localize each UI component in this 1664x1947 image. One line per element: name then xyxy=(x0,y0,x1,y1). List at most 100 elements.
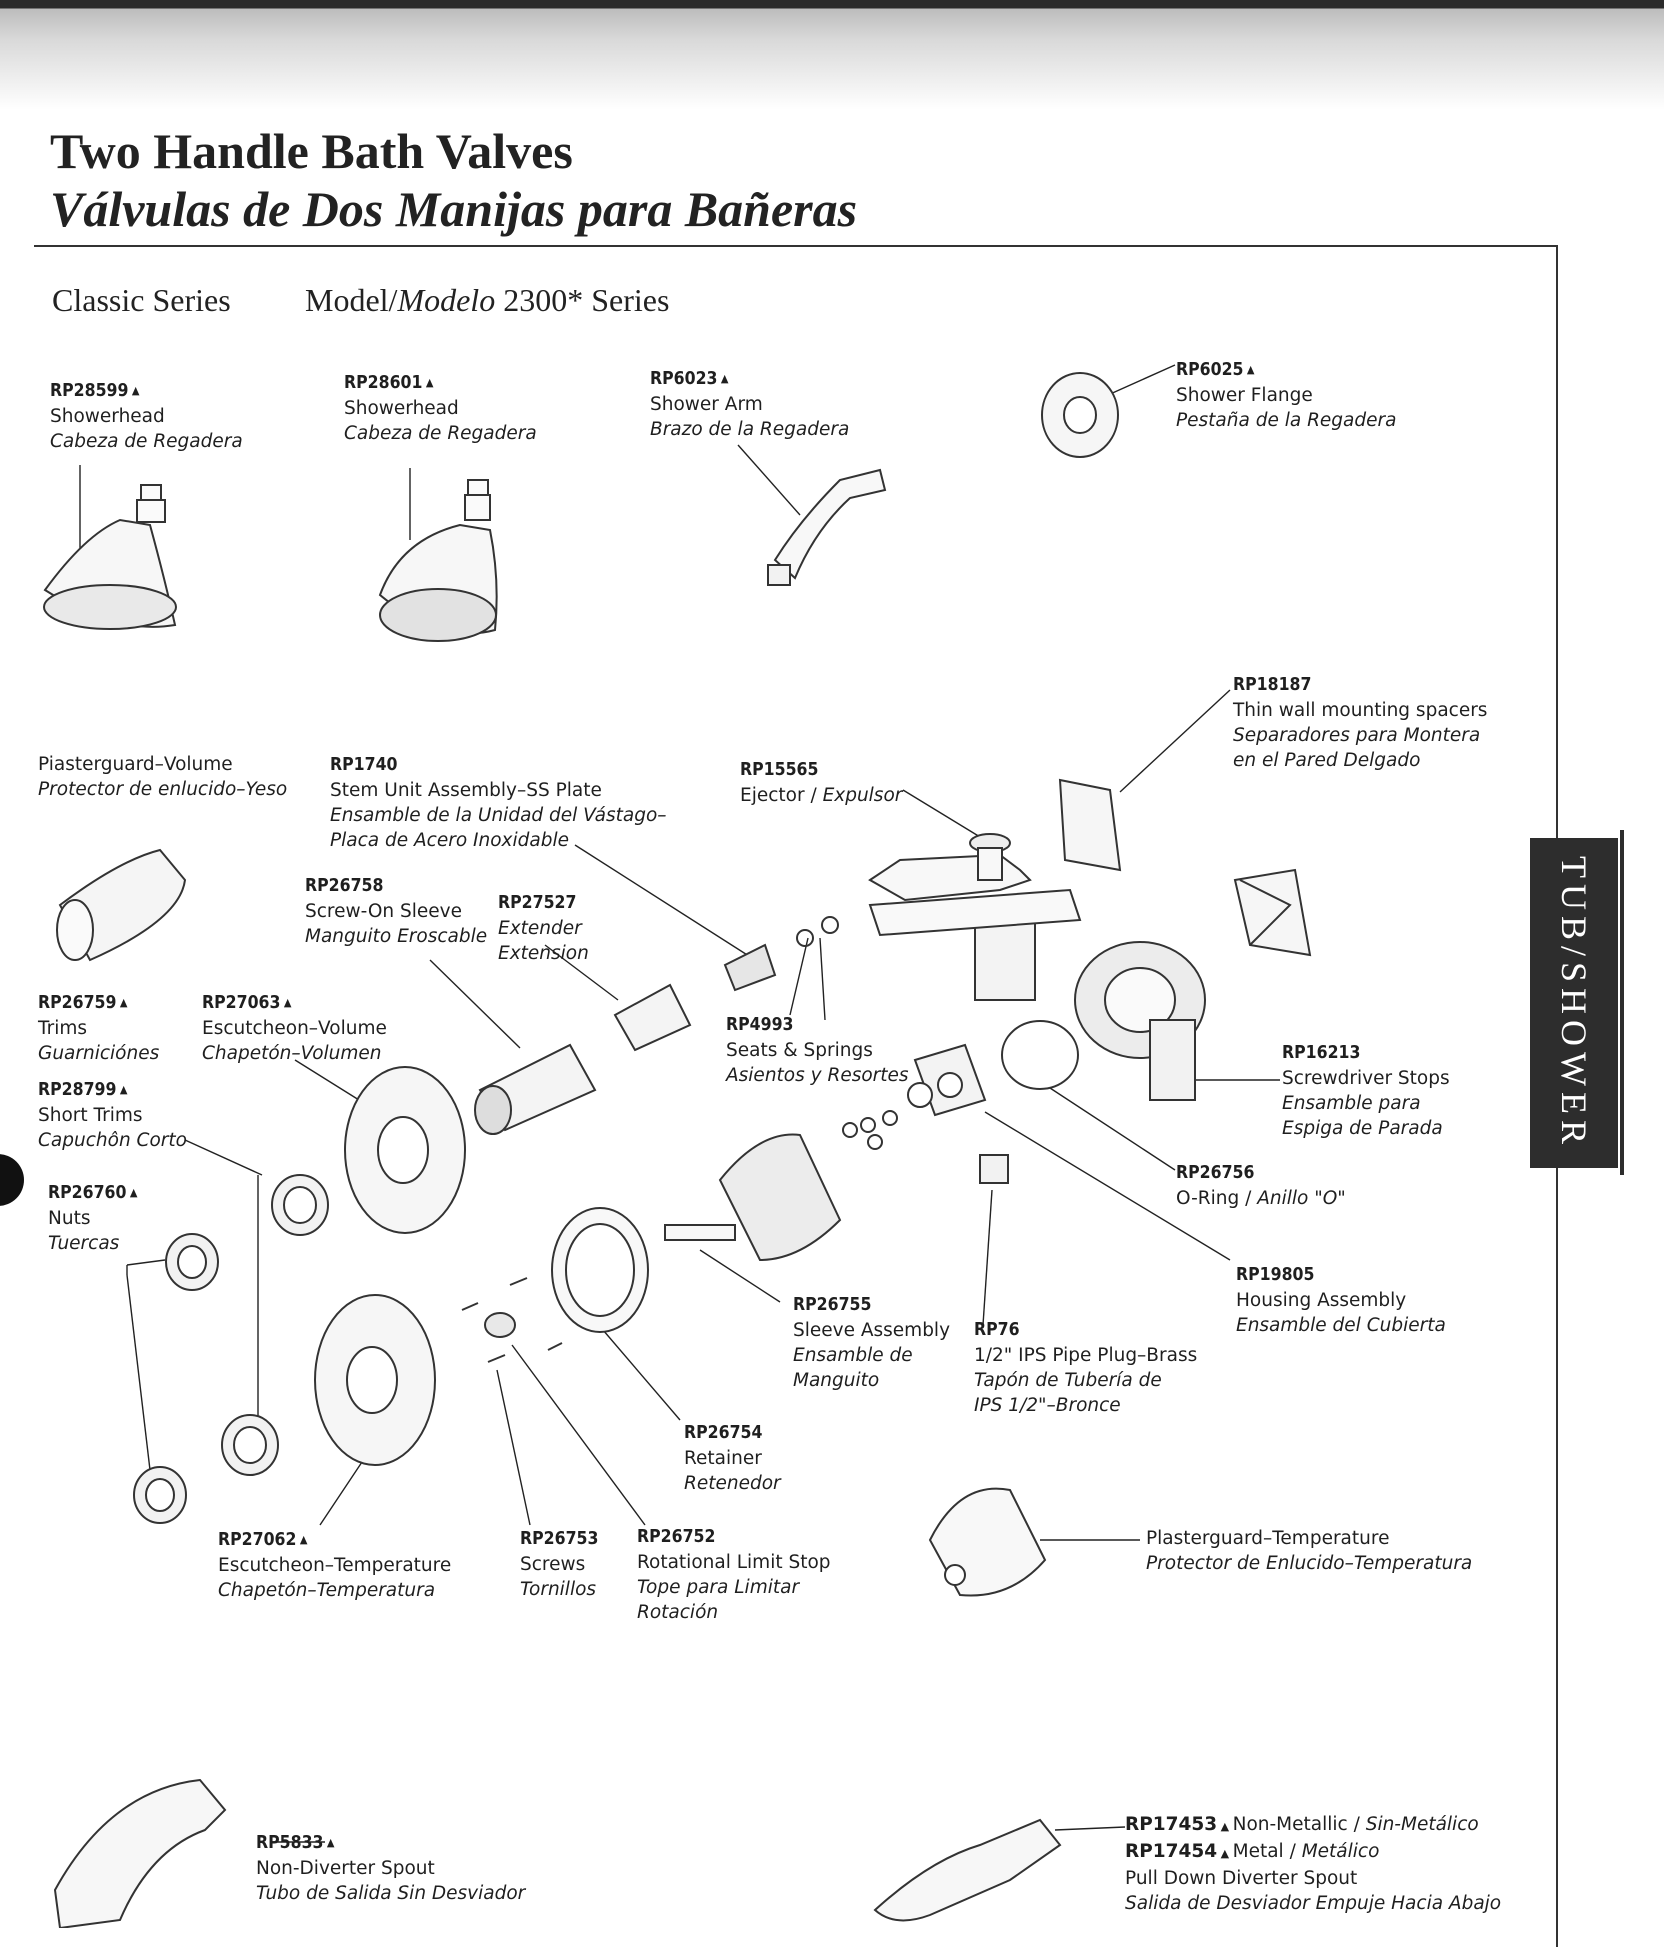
part-code-rp15565: RP15565 xyxy=(740,760,819,780)
part-line-rp26756: O-Ring / Anillo "O" xyxy=(1176,1186,1346,1211)
o-ring-drawing xyxy=(1001,1020,1079,1090)
leader-rp26754 xyxy=(602,1329,681,1421)
shower-arm-drawing xyxy=(767,468,887,586)
leader-rp6025 xyxy=(1107,364,1176,396)
leader-rp26760-b xyxy=(126,1259,166,1266)
triangle-mark-rp17454: ▲ xyxy=(1217,1847,1233,1860)
part-es-rp17453: Sin-Metálico xyxy=(1365,1814,1479,1835)
part-code-rp26756: RP26756 xyxy=(1176,1163,1255,1183)
scan-header-band xyxy=(0,0,1664,110)
part-en-rp28599: Showerhead xyxy=(50,406,165,427)
part-en-rp26758: Screw-On Sleeve xyxy=(305,901,462,922)
part-es2-rp1740: Placa de Acero Inoxidable xyxy=(330,830,569,851)
part-code-rp26755: RP26755 xyxy=(793,1295,872,1315)
thin-wall-spacers-drawing xyxy=(1058,778,1312,957)
part-es2-rp27527: Extension xyxy=(498,943,589,964)
part-es-rp26760: Tuercas xyxy=(48,1233,120,1254)
label-rp76: RP76 1/2" IPS Pipe Plug–Brass Tapón de T… xyxy=(974,1317,1197,1418)
side-tab[interactable]: TUB/SHOWER xyxy=(1530,838,1618,1168)
label-rp6023: RP6023 Shower Arm Brazo de la Regadera xyxy=(650,366,849,442)
label-rp26754: RP26754 Retainer Retenedor xyxy=(684,1420,781,1496)
plasterguard-volume-drawing xyxy=(56,848,187,962)
label-rp27527: RP27527 Extender Extension xyxy=(498,890,589,966)
shower-flange-drawing xyxy=(1041,372,1119,458)
part-es-rp28601: Cabeza de Regadera xyxy=(344,423,537,444)
label-rp1740: RP1740 Stem Unit Assembly–SS Plate Ensam… xyxy=(330,752,667,853)
part-code-rp16213: RP16213 xyxy=(1282,1043,1361,1063)
part-en-rp5833: Non-Diverter Spout xyxy=(256,1858,435,1879)
part-code-rp6023: RP6023 xyxy=(650,366,849,392)
part-en-rp27063: Escutcheon–Volume xyxy=(202,1018,387,1039)
stem-unit-drawing xyxy=(723,943,777,992)
part-en-plasterguard-volume: Piasterguard–Volume xyxy=(38,754,233,775)
leader-pulldown xyxy=(1054,1826,1126,1831)
part-code-rp5833: RP5833 xyxy=(256,1830,525,1856)
sleeve-assembly-drawing xyxy=(664,1133,842,1262)
showerhead-2-drawing xyxy=(378,479,498,642)
part-code-rp27063: RP27063 xyxy=(202,990,387,1016)
part-code-rp26754: RP26754 xyxy=(684,1423,763,1443)
part-es-plasterguard-temperature: Protector de Enlucido–Temperatura xyxy=(1146,1553,1473,1574)
part-es-rp5833: Tubo de Salida Sin Desviador xyxy=(256,1883,526,1904)
model-suffix: 2300* Series xyxy=(495,282,670,318)
part-code-rp28599: RP28599 xyxy=(50,378,243,404)
part-code-rp76: RP76 xyxy=(974,1320,1020,1340)
ejector-drawing xyxy=(969,833,1011,881)
part-en-rp19805: Housing Assembly xyxy=(1236,1290,1407,1311)
part-code-rp17453: RP17453 xyxy=(1125,1814,1218,1835)
model-italic: Modelo xyxy=(397,282,496,318)
plasterguard-temperature-drawing xyxy=(928,1487,1047,1597)
part-en-rp6023: Shower Arm xyxy=(650,394,763,415)
leader-rp76 xyxy=(982,1189,993,1326)
leader-rp1740 xyxy=(574,844,753,959)
part-code-rp18187: RP18187 xyxy=(1233,675,1312,695)
leader-rp27527 xyxy=(544,944,619,1001)
part-es-plasterguard-volume: Protector de enlucido–Yeso xyxy=(38,779,288,800)
label-rp26759: RP26759 Trims Guarniciónes xyxy=(38,990,159,1066)
label-rp16213: RP16213 Screwdriver Stops Ensamble para … xyxy=(1282,1040,1450,1141)
page-title-english: Two Handle Bath Valves xyxy=(50,123,573,179)
part-en-rp6025: Shower Flange xyxy=(1176,385,1313,406)
part-en-rp26756: O-Ring / xyxy=(1176,1188,1258,1209)
part-en-rp76: 1/2" IPS Pipe Plug–Brass xyxy=(974,1345,1198,1366)
label-rp28799: RP28799 Short Trims Capuchôn Corto xyxy=(38,1077,187,1153)
part-es1-rp16213: Ensamble para xyxy=(1282,1093,1421,1114)
housing-assembly-drawing xyxy=(907,1043,987,1117)
part-es2-rp18187: en el Pared Delgado xyxy=(1233,750,1421,771)
part-en-rp26753: Screws xyxy=(520,1554,586,1575)
pull-down-spout-drawing xyxy=(873,1818,1062,1922)
label-pull-down-spout: RP17453 ▲ Non-Metallic / Sin-Metálico RP… xyxy=(1125,1812,1501,1916)
part-en-rp26759: Trims xyxy=(38,1018,87,1039)
part-en-rp28799: Short Trims xyxy=(38,1105,143,1126)
part-code-rp26758: RP26758 xyxy=(305,876,384,896)
part-en-rp4993: Seats & Springs xyxy=(726,1040,873,1061)
part-en-rp26752: Rotational Limit Stop xyxy=(637,1552,831,1573)
showerhead-1-drawing xyxy=(43,484,177,630)
part-en-rp17453: Non-Metallic / xyxy=(1232,1814,1366,1835)
leader-rp26760-c xyxy=(126,1274,151,1471)
part-en-rp26755: Sleeve Assembly xyxy=(793,1320,951,1341)
model-prefix: Model/ xyxy=(305,282,398,318)
label-rp26756: RP26756 O-Ring / Anillo "O" xyxy=(1176,1160,1346,1211)
part-en-rp17454: Metal / xyxy=(1232,1841,1302,1862)
part-line-rp17454: RP17454 ▲ Metal / Metálico xyxy=(1125,1839,1501,1866)
part-es-rp26753: Tornillos xyxy=(520,1579,597,1600)
part-line-rp15565: Ejector / Expulsor xyxy=(740,783,902,808)
leader-rp26756 xyxy=(1049,1087,1176,1171)
part-es-rp28599: Cabeza de Regadera xyxy=(50,431,243,452)
pipe-plug-drawing xyxy=(979,1154,1009,1184)
part-code-rp26759: RP26759 xyxy=(38,990,159,1016)
leader-rp26752 xyxy=(511,1344,646,1526)
part-es-rp27063: Chapetón–Volumen xyxy=(202,1043,382,1064)
part-es-rp26756: Anillo "O" xyxy=(1257,1188,1346,1209)
triangle-mark-rp17453: ▲ xyxy=(1217,1820,1233,1833)
part-es2-rp26752: Rotación xyxy=(637,1602,719,1623)
label-rp27063: RP27063 Escutcheon–Volume Chapetón–Volum… xyxy=(202,990,387,1066)
label-rp26753: RP26753 Screws Tornillos xyxy=(520,1526,598,1602)
part-en-rp1740: Stem Unit Assembly–SS Plate xyxy=(330,780,602,801)
part-es1-rp27527: Extender xyxy=(498,918,582,939)
label-plasterguard-temperature: Plasterguard–Temperature Protector de En… xyxy=(1146,1526,1472,1576)
leader-rp4993-b xyxy=(819,937,826,1021)
part-code-rp26753: RP26753 xyxy=(520,1529,599,1549)
